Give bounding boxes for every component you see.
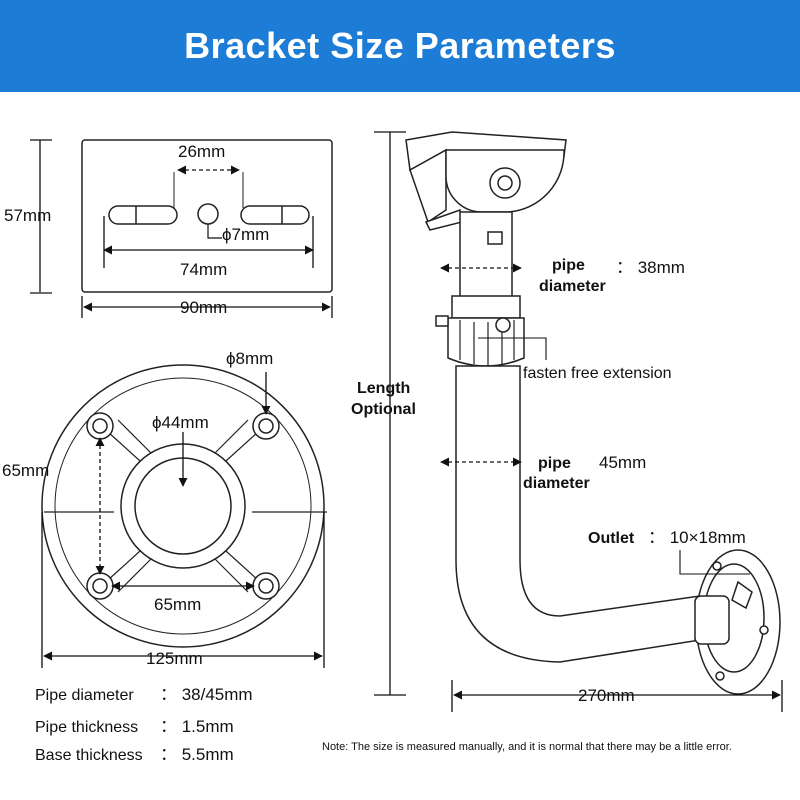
- slot-span-label: 74mm: [180, 260, 227, 279]
- plate-hole-label: ϕ7mm: [222, 225, 269, 244]
- pipe-bottom-label-line1: pipe: [538, 455, 571, 472]
- length-label-line1: Length: [357, 380, 410, 397]
- plate-dimensions: [30, 139, 333, 318]
- spec-label: Pipe thickness: [35, 719, 138, 736]
- plate-width-label: 90mm: [180, 298, 227, 317]
- spec-value: ： 1.5mm: [160, 717, 234, 736]
- length-label-line2: Optional: [351, 401, 416, 418]
- bracket-arm: [405, 131, 781, 695]
- bolt-hole-label: ϕ8mm: [226, 349, 273, 368]
- hole-spacing-h-label: 65mm: [154, 595, 201, 614]
- spec-value: ： 5.5mm: [160, 745, 234, 764]
- outlet-label: Outlet: [588, 530, 635, 547]
- measurement-note: Note: The size is measured manually, and…: [322, 741, 732, 753]
- pipe-bottom-value: 45mm: [599, 453, 646, 472]
- bracket-dimensions: [374, 131, 783, 712]
- spec-value: ： 38/45mm: [160, 685, 253, 704]
- spec-label: Pipe diameter: [35, 687, 134, 704]
- base-diameter-label: 125mm: [146, 649, 203, 668]
- pipe-top-label-line1: pipe: [552, 257, 585, 274]
- slot-spacing-label: 26mm: [178, 142, 225, 161]
- spec-label: Base thickness: [35, 747, 143, 764]
- pipe-top-label-line2: diameter: [539, 278, 606, 295]
- hole-spacing-v-label: 65mm: [2, 461, 49, 480]
- spec-list: Pipe diameter ： 38/45mm Pipe thickness ：…: [35, 685, 253, 764]
- fasten-label: fasten free extension: [523, 365, 672, 382]
- pipe-bottom-label-line2: diameter: [523, 475, 590, 492]
- title-banner: [0, 0, 800, 92]
- page-title: Bracket Size Parameters: [184, 25, 616, 66]
- pipe-top-value: ： 38mm: [616, 258, 685, 277]
- outlet-value: ： 10×18mm: [648, 528, 746, 547]
- base-dimensions: [41, 372, 325, 668]
- plate-height-label: 57mm: [4, 206, 51, 225]
- reach-label: 270mm: [578, 686, 635, 705]
- center-hole-label: ϕ44mm: [152, 413, 209, 432]
